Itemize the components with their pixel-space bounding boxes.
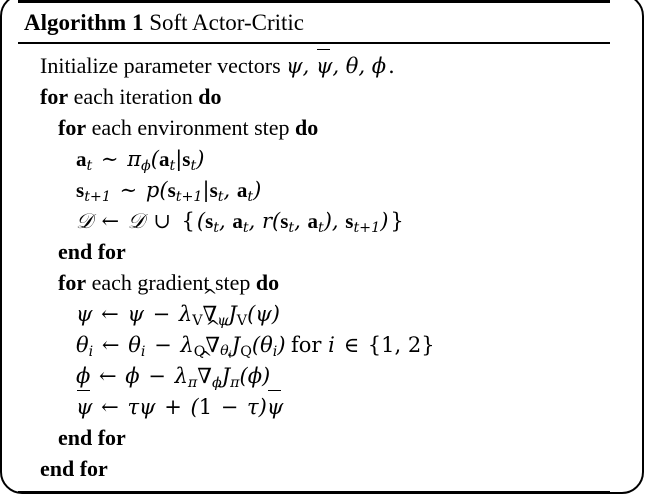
- for-roman-word: for: [291, 332, 322, 357]
- top-rule: [18, 0, 610, 3]
- do-keyword: do: [295, 114, 319, 140]
- math-action-sample: at ∼ πϕ(at|st): [76, 146, 205, 174]
- end-for-keyword: end for: [58, 238, 126, 264]
- math-q-update-quantifier: for i ∈ {1, 2}: [291, 332, 435, 357]
- algorithm-line-10: θi ← θi − λQ∇θiJQ(θi) for i ∈ {1, 2}: [18, 329, 610, 362]
- algorithm-line-4: at ∼ πϕ(at|st): [18, 143, 610, 174]
- math-replay-buffer-update: 𝒟 ← 𝒟 ∪ {(st, at, r(st, at), st+1)}: [76, 208, 404, 236]
- algorithm-line-5: st+1 ∼ p(st+1|st, at): [18, 174, 610, 205]
- for-keyword: for: [40, 83, 69, 109]
- algorithm-line-6: 𝒟 ← 𝒟 ∪ {(st, at, r(st, at), st+1)}: [18, 205, 610, 236]
- algorithm-label: Algorithm 1: [24, 10, 144, 35]
- algorithm-figure: Algorithm 1 Soft Actor-Critic Initialize…: [18, 0, 610, 492]
- algorithm-line-12: ψ ← τψ + (1 − τ)ψ: [18, 390, 610, 422]
- caption-rule: [18, 42, 610, 44]
- algorithm-line-11: ϕ ← ϕ − λπ∇ϕJπ(ϕ): [18, 360, 610, 391]
- algorithm-line-3: for each environment step do: [18, 112, 610, 143]
- algorithm-body: Initialize parameter vectors ψ, ψ, θ, ϕ.…: [18, 44, 610, 491]
- for-each-3: each: [91, 269, 132, 295]
- algorithm-title: Soft Actor-Critic: [149, 10, 304, 35]
- do-keyword: do: [255, 269, 280, 295]
- for-subject-iteration: iteration: [119, 83, 193, 109]
- initialize-symbols: ψ, ψ, θ, ϕ.: [286, 49, 397, 78]
- math-state-transition: st+1 ∼ p(st+1|st, at): [76, 177, 262, 205]
- for-subject-gradient-step: gradient step: [137, 269, 251, 295]
- for-subject-env-step: environment step: [137, 114, 290, 140]
- algorithm-line-9: ψ ← ψ − λV∇ψJV(ψ): [18, 298, 610, 329]
- end-for-keyword: end for: [58, 424, 126, 450]
- end-for-keyword: end for: [40, 455, 108, 481]
- initialize-text: Initialize parameter vectors: [40, 52, 281, 78]
- for-keyword: for: [58, 269, 87, 295]
- algorithm-line-8: for each gradient step do: [18, 267, 610, 298]
- math-policy-update: ϕ ← ϕ − λπ∇ϕJπ(ϕ): [76, 364, 270, 391]
- algorithm-line-13: end for: [18, 422, 610, 453]
- math-value-update: ψ ← ψ − λV∇ψJV(ψ): [76, 302, 280, 329]
- for-each-2: each: [91, 114, 132, 140]
- algorithm-line-1: Initialize parameter vectors ψ, ψ, θ, ϕ.: [18, 49, 610, 81]
- algorithm-line-2: for each iteration do: [18, 81, 610, 112]
- do-keyword: do: [198, 83, 222, 109]
- bottom-rule: [18, 490, 610, 492]
- for-each-1: each: [73, 83, 114, 109]
- for-keyword: for: [58, 114, 87, 140]
- algorithm-line-14: end for: [18, 453, 610, 484]
- math-target-update: ψ ← τψ + (1 − τ)ψ: [76, 390, 283, 419]
- algorithm-line-7: end for: [18, 236, 610, 267]
- algorithm-caption: Algorithm 1 Soft Actor-Critic: [18, 3, 610, 42]
- math-q-update: θi ← θi − λQ∇θiJQ(θi): [76, 333, 286, 362]
